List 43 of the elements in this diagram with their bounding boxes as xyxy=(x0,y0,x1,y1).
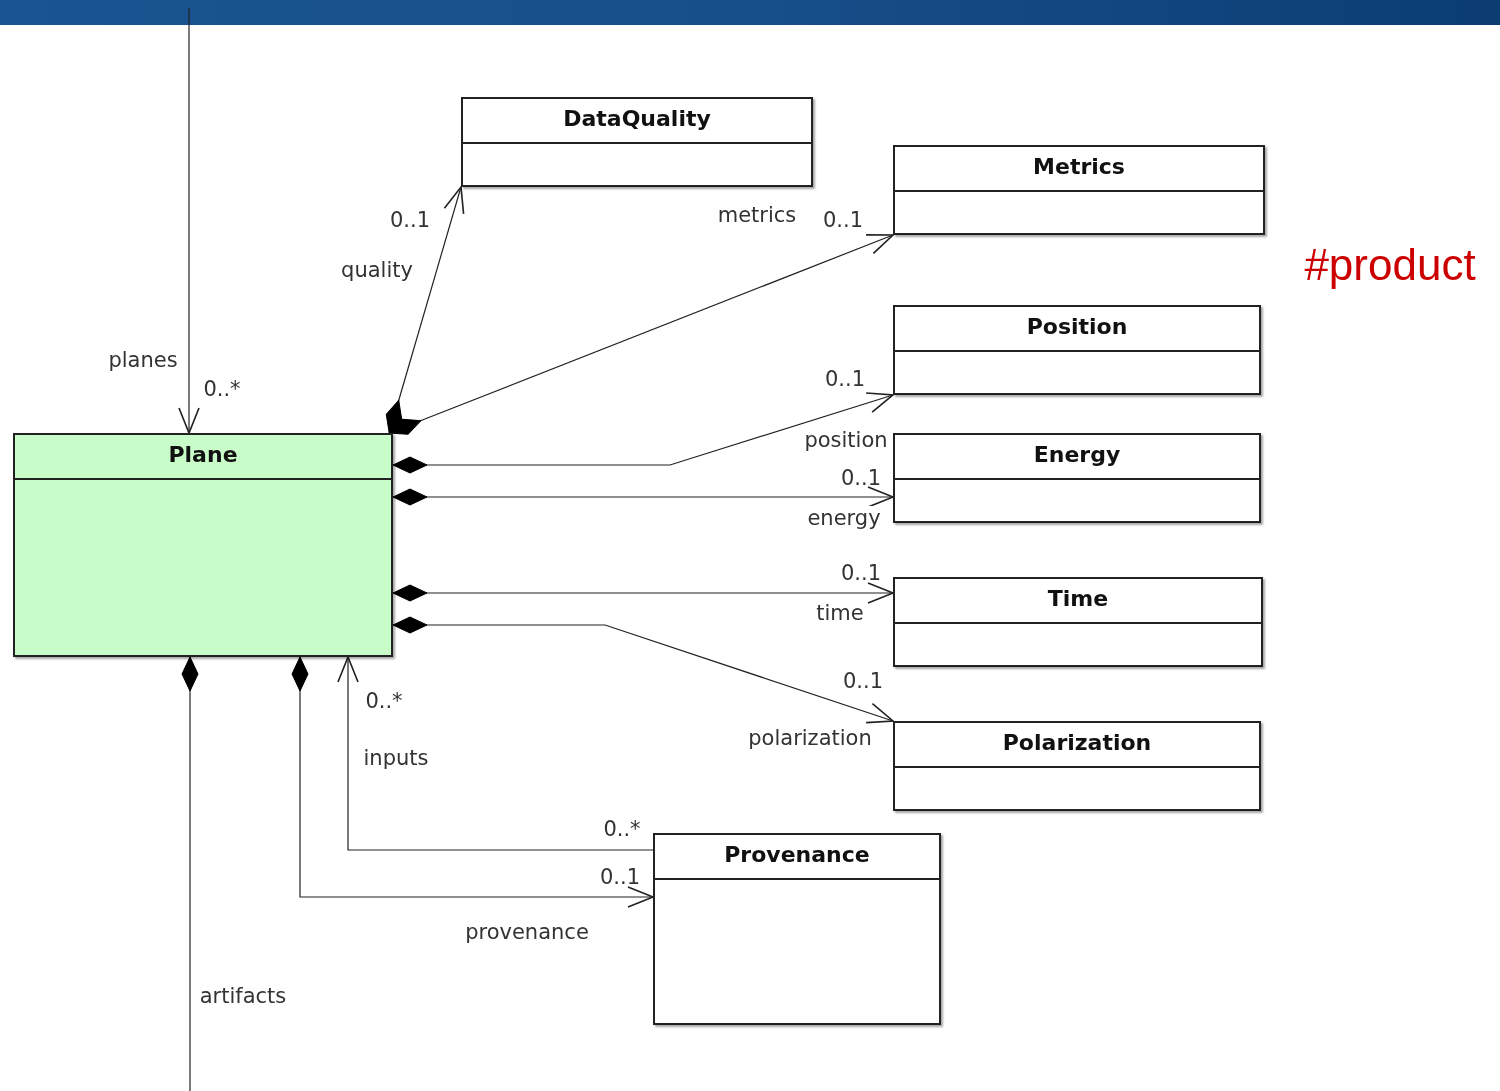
class-box xyxy=(893,721,1261,811)
composition-line xyxy=(392,486,894,508)
association-arrow xyxy=(178,7,200,434)
role-label: position xyxy=(803,428,889,452)
composition-line xyxy=(388,234,894,435)
class-name: Position xyxy=(1026,313,1128,341)
class-name: DataQuality xyxy=(563,105,711,133)
tag-text: #product xyxy=(1304,240,1476,290)
class-box xyxy=(461,97,813,187)
association-arrow xyxy=(337,656,654,851)
multiplicity-label: 0..1 xyxy=(842,669,884,693)
multiplicity-label: 0..* xyxy=(603,817,641,841)
multiplicity-label: 0..1 xyxy=(840,561,882,585)
class-name: Plane xyxy=(168,441,238,469)
class-name: Provenance xyxy=(724,841,870,869)
class-box xyxy=(653,833,941,1025)
class-name: Metrics xyxy=(1033,153,1125,181)
role-label: quality xyxy=(340,258,414,282)
class-box xyxy=(13,433,393,657)
multiplicity-label: 0..1 xyxy=(599,865,641,889)
role-label: energy xyxy=(806,506,882,530)
multiplicity-label: 0..* xyxy=(203,377,241,401)
multiplicity-label: 0..* xyxy=(365,689,403,713)
composition-line xyxy=(392,392,894,474)
multiplicity-label: 0..1 xyxy=(822,208,864,232)
multiplicity-label: 0..1 xyxy=(824,367,866,391)
role-label: planes xyxy=(107,348,179,372)
composition-line xyxy=(181,656,199,1091)
composition-line xyxy=(392,616,894,724)
class-box xyxy=(893,145,1265,235)
composition-line xyxy=(392,582,894,604)
class-box xyxy=(893,433,1261,523)
composition-line xyxy=(291,656,654,908)
class-name: Time xyxy=(1047,585,1109,613)
multiplicity-label: 0..1 xyxy=(840,466,882,490)
class-box xyxy=(893,577,1263,667)
class-box xyxy=(893,305,1261,395)
role-label: polarization xyxy=(747,726,873,750)
multiplicity-label: 0..1 xyxy=(389,208,431,232)
class-name: Energy xyxy=(1033,441,1121,469)
composition-line xyxy=(385,186,465,434)
class-name: Polarization xyxy=(1002,729,1152,757)
role-label: inputs xyxy=(362,746,430,770)
